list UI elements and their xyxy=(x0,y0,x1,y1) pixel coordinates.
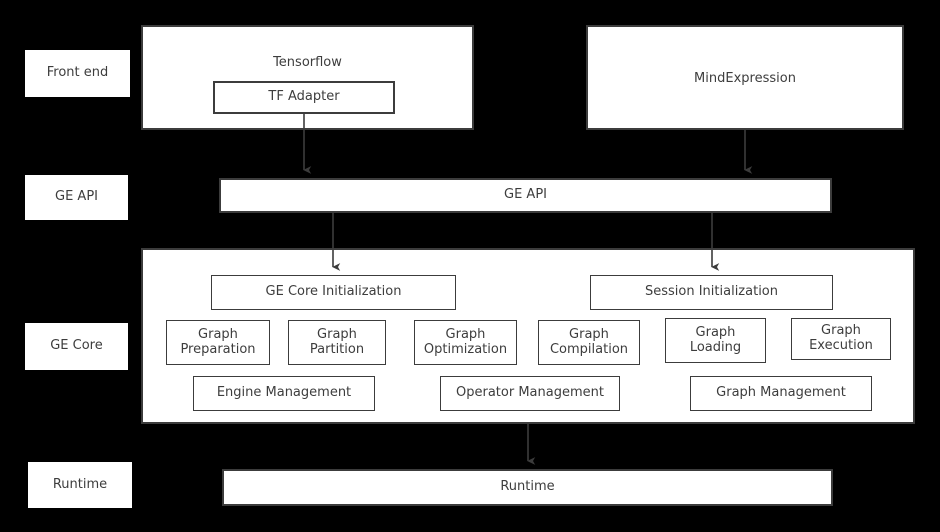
operator-management-label: Operator Management xyxy=(456,385,604,401)
operator-management-box[interactable]: Operator Management xyxy=(440,376,620,411)
layer-label-ge-api-text: GE API xyxy=(55,189,98,205)
mindexpression-label: MindExpression xyxy=(694,71,796,86)
graph-optimization-box[interactable]: Graph Optimization xyxy=(414,320,517,365)
tensorflow-container[interactable] xyxy=(141,25,474,130)
layer-label-ge-core-text: GE Core xyxy=(50,338,103,354)
graph-management-label: Graph Management xyxy=(716,385,846,401)
graph-preparation-label-line1: Graph xyxy=(198,326,238,342)
ge-core-initialization-label: GE Core Initialization xyxy=(265,284,402,300)
engine-management-label: Engine Management xyxy=(216,385,352,401)
mindexpression-container[interactable] xyxy=(586,25,904,130)
runtime-bar[interactable]: Runtime xyxy=(222,469,833,506)
graph-partition-box[interactable]: Graph Partition xyxy=(288,320,386,365)
layer-label-front-end: Front end xyxy=(25,50,130,97)
layer-label-ge-api: GE API xyxy=(25,175,128,220)
tf-adapter-box[interactable]: TF Adapter xyxy=(213,81,395,114)
layer-label-front-end-text: Front end xyxy=(46,65,109,81)
layer-label-runtime: Runtime xyxy=(28,462,132,508)
graph-compilation-label-line1: Graph xyxy=(569,326,609,342)
graph-compilation-box[interactable]: Graph Compilation xyxy=(538,320,640,365)
graph-preparation-label-line2: Preparation xyxy=(180,341,256,357)
layer-label-ge-core: GE Core xyxy=(25,323,128,370)
graph-execution-label-line2: Execution xyxy=(809,338,873,353)
session-initialization-label: Session Initialization xyxy=(644,284,778,300)
graph-compilation-label-line2: Compilation xyxy=(549,341,629,357)
graph-loading-box[interactable]: Graph Loading xyxy=(665,318,766,363)
tensorflow-label: Tensorflow xyxy=(273,55,342,70)
graph-optimization-label-line1: Graph xyxy=(445,326,486,342)
session-initialization-box[interactable]: Session Initialization xyxy=(590,275,833,310)
graph-partition-label-line1: Graph xyxy=(317,326,357,342)
graph-execution-label-line1: Graph xyxy=(821,323,861,339)
ge-api-bar-label: GE API xyxy=(504,187,547,203)
graph-loading-label-line1: Graph xyxy=(695,324,736,340)
graph-loading-label-line2: Loading xyxy=(689,339,742,355)
graph-optimization-label-line2: Optimization xyxy=(423,341,508,357)
layer-label-runtime-text: Runtime xyxy=(52,476,108,492)
graph-management-box[interactable]: Graph Management xyxy=(690,376,872,411)
graph-partition-label-line2: Partition xyxy=(309,341,365,357)
tf-adapter-label: TF Adapter xyxy=(268,89,340,105)
graph-preparation-box[interactable]: Graph Preparation xyxy=(166,320,270,365)
ge-api-bar[interactable]: GE API xyxy=(219,178,832,213)
runtime-bar-label: Runtime xyxy=(500,479,555,495)
graph-execution-box[interactable]: Graph Execution xyxy=(791,318,891,360)
ge-core-initialization-box[interactable]: GE Core Initialization xyxy=(211,275,456,310)
engine-management-box[interactable]: Engine Management xyxy=(193,376,375,411)
